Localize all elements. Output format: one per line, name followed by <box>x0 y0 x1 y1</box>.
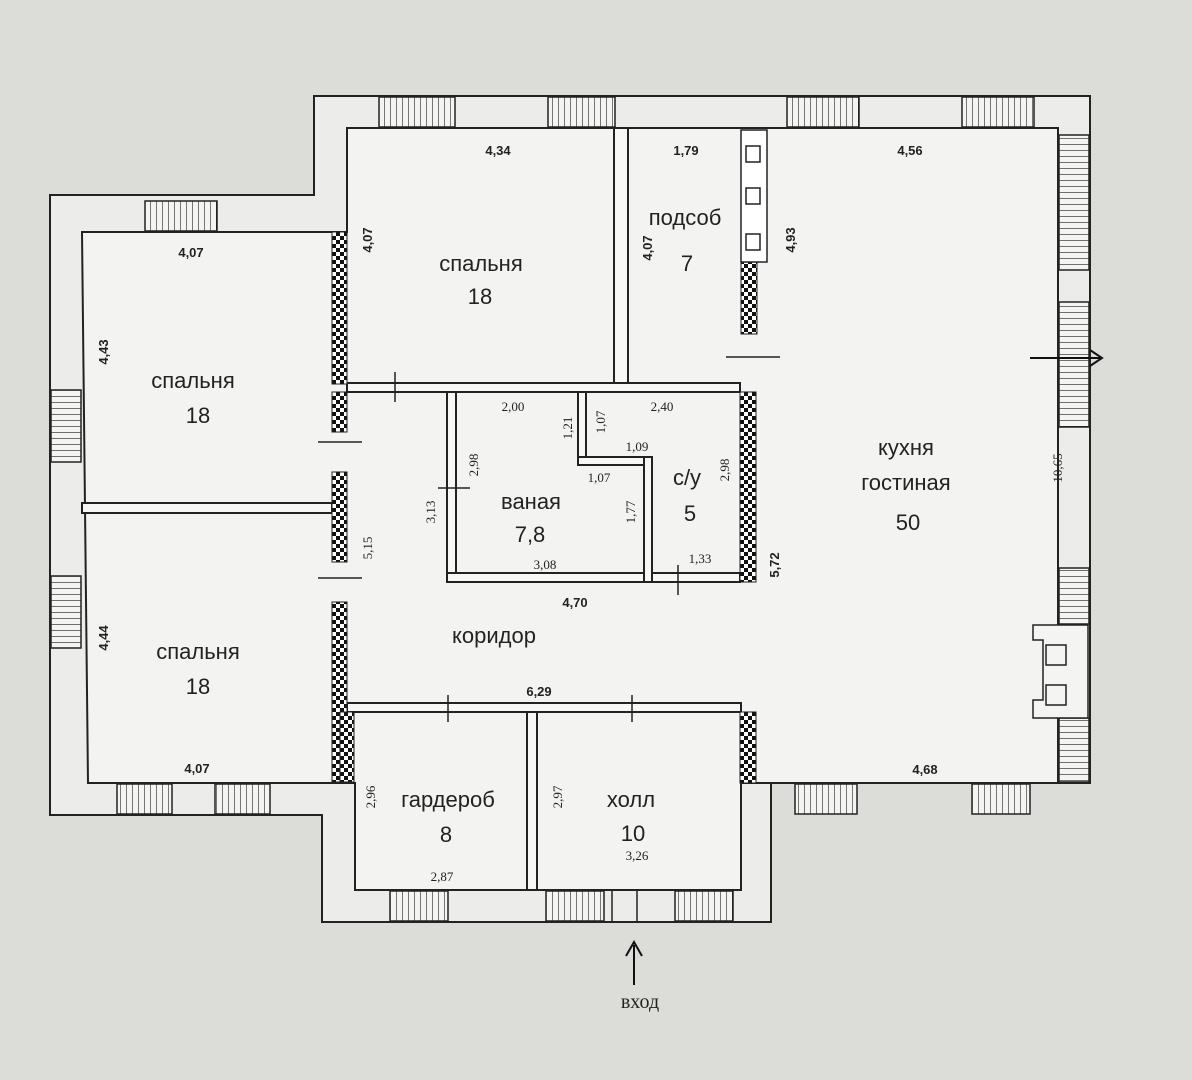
room-area-wardrobe: 8 <box>440 822 452 847</box>
room-name-wardrobe: гардероб <box>401 787 495 812</box>
room-area-bath: 7,8 <box>515 522 546 547</box>
room-name-bedroom-low: спальня <box>156 639 240 664</box>
dim-kitchen-w: 4,56 <box>897 143 922 158</box>
flue-blocks <box>740 129 768 263</box>
room-area-kitchen: 50 <box>896 510 920 535</box>
dim-hall-w: 3,26 <box>626 848 649 863</box>
dim-kitchen-h: 10,65 <box>1050 453 1065 482</box>
windows <box>50 96 1090 922</box>
dim-wardrobe-h: 2,96 <box>363 785 378 808</box>
dim-corridor-w: 4,70 <box>562 595 587 610</box>
dim-wc-h: 2,98 <box>717 459 732 482</box>
dim-bath-side: 2,98 <box>466 454 481 477</box>
bearing-walls <box>331 231 758 784</box>
dim-utility-h2: 4,93 <box>783 227 798 252</box>
dim-corridor-h: 5,15 <box>360 537 375 560</box>
dim-utility-h: 4,07 <box>640 235 655 260</box>
entrance-label: вход <box>621 991 659 1013</box>
room-area-bedroom-left: 18 <box>186 403 210 428</box>
room-name-bath: ваная <box>501 489 561 514</box>
room-area-bedroom-low: 18 <box>186 674 210 699</box>
room-area-bedroom-top: 18 <box>468 284 492 309</box>
dim-hall-h: 2,97 <box>550 785 565 808</box>
dim-wc-door: 1,33 <box>689 551 712 566</box>
room-area-hall: 10 <box>621 821 645 846</box>
room-name-kitchen-1: кухня <box>878 435 934 460</box>
dim-wc-w: 2,40 <box>651 399 674 414</box>
room-name-corridor: коридор <box>452 623 536 648</box>
dim-kitchen-h2: 5,72 <box>767 552 782 577</box>
arrow-right-icon <box>1030 349 1104 367</box>
dim-step-107b: 1,07 <box>588 470 611 485</box>
interior-walls <box>81 127 742 891</box>
room-name-wc: с/у <box>673 465 701 490</box>
dim-kitchen-w2: 4,68 <box>912 762 937 777</box>
dim-step-177: 1,77 <box>623 500 638 523</box>
door-marks <box>318 356 780 922</box>
room-name-kitchen-2: гостиная <box>861 470 950 495</box>
dim-corridor-w2: 6,29 <box>526 684 551 699</box>
room-name-bedroom-left: спальня <box>151 368 235 393</box>
dim-bedroom-left-w: 4,07 <box>178 245 203 260</box>
dim-bedroom-top-h: 4,07 <box>360 227 375 252</box>
dim-bedroom-top-w: 4,34 <box>485 143 511 158</box>
room-area-utility: 7 <box>681 251 693 276</box>
dim-step-121: 1,21 <box>560 417 575 440</box>
dim-bedroom-low-w: 4,07 <box>184 761 209 776</box>
dim-bath-h: 3,13 <box>423 501 438 524</box>
arrow-up-icon <box>625 939 643 985</box>
inner-wall <box>80 127 1059 891</box>
room-name-bedroom-top: спальня <box>439 251 523 276</box>
room-name-hall: холл <box>607 787 655 812</box>
dim-step-107a: 1,07 <box>593 410 608 433</box>
stove-icon <box>1032 624 1089 719</box>
dim-utility-w: 1,79 <box>673 143 698 158</box>
dim-bedroom-low-h: 4,44 <box>96 625 111 651</box>
dim-bedroom-left-h: 4,43 <box>96 339 111 364</box>
room-area-wc: 5 <box>684 501 696 526</box>
dim-wardrobe-w: 2,87 <box>431 869 454 884</box>
dim-bath-top: 2,00 <box>502 399 525 414</box>
room-name-utility: подсоб <box>649 205 722 230</box>
dim-bath-bottom: 3,08 <box>534 557 557 572</box>
dim-step-109: 1,09 <box>626 439 649 454</box>
